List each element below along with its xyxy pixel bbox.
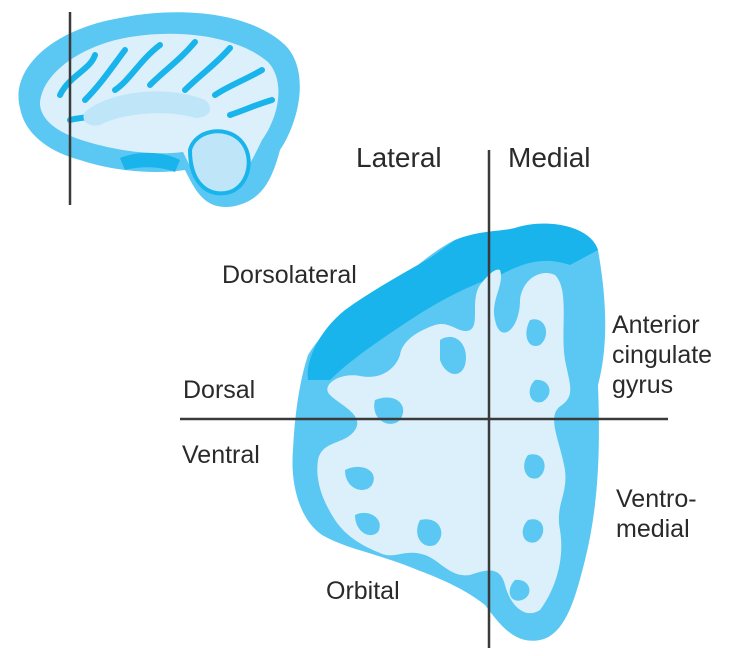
label-lateral: Lateral — [356, 143, 442, 173]
label-dorsolateral: Dorsolateral — [222, 260, 357, 290]
label-anterior-cingulate-gyrus: Anterior cingulate gyrus — [612, 310, 712, 400]
label-cingulate: cingulate — [612, 340, 712, 370]
label-gyrus: gyrus — [612, 370, 712, 400]
label-anterior: Anterior — [612, 310, 712, 340]
label-medial-2: medial — [616, 514, 697, 544]
sagittal-brain-inset — [18, 12, 299, 207]
label-medial: Medial — [508, 143, 590, 173]
label-ventral: Ventral — [182, 440, 260, 470]
inset-cerebellum — [190, 131, 249, 193]
label-dorsal: Dorsal — [183, 375, 255, 405]
label-ventro: Ventro- — [616, 484, 697, 514]
label-ventromedial: Ventro- medial — [616, 484, 697, 544]
label-orbital: Orbital — [326, 576, 400, 606]
